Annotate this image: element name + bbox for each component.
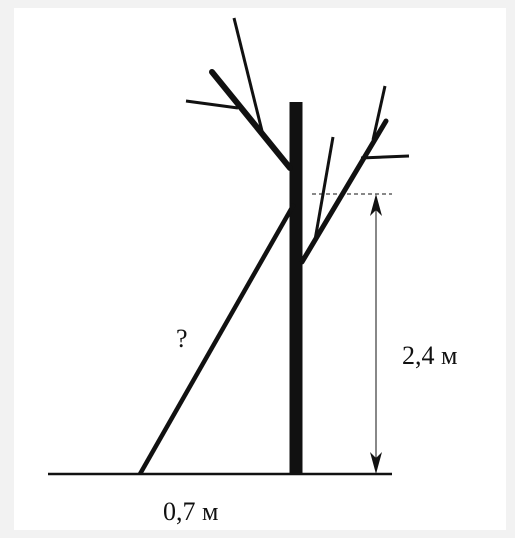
distance-label: 0,7 м (163, 497, 218, 526)
ladder-line (138, 202, 296, 476)
left-branches (185, 17, 293, 171)
height-label: 2,4 м (402, 341, 457, 370)
unknown-length-label: ? (176, 324, 188, 353)
height-arrow-down (370, 452, 382, 474)
height-arrow-up (370, 194, 382, 216)
diagram-frame (14, 8, 506, 530)
right-branches (299, 85, 410, 265)
